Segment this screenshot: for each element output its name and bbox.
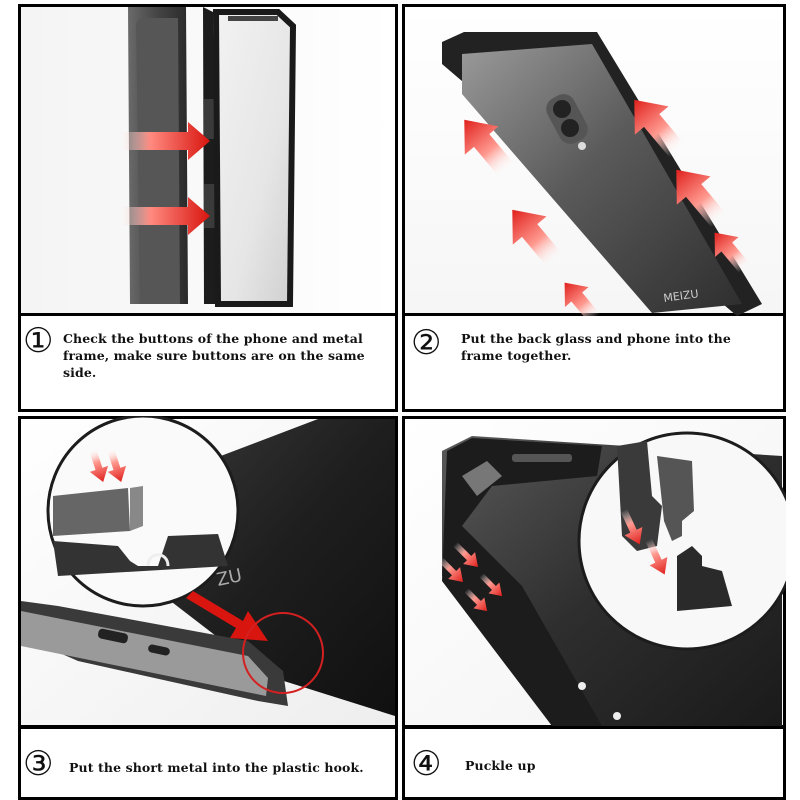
step-number-badge: ④	[411, 744, 442, 784]
step-4-photo-panel: ④ Puckle up	[402, 416, 786, 800]
red-arrow	[620, 508, 643, 545]
red-arrow	[452, 541, 479, 568]
metal-frame	[203, 7, 218, 304]
red-arrow	[714, 232, 751, 273]
brand-label: MEIZU	[663, 287, 700, 305]
red-arrow	[118, 197, 210, 235]
red-arrow	[107, 447, 127, 482]
metal-frame	[442, 438, 602, 726]
phone-back	[462, 44, 742, 313]
red-arrow	[676, 169, 728, 228]
step-2-caption-box: ② Put the back glass and phone into the …	[405, 316, 783, 409]
red-arrow	[564, 282, 601, 323]
step-2-instruction: Put the back glass and phone into the fr…	[461, 331, 731, 363]
step-4-caption-box: ④ Puckle up	[405, 729, 783, 797]
red-arrow	[464, 119, 516, 178]
red-arrow	[512, 209, 564, 268]
red-arrow	[464, 588, 488, 612]
step-3-photo-panel: ZU ③ Put the short metal into the plasti…	[18, 416, 398, 800]
highlight-circle	[242, 612, 324, 694]
red-arrow	[186, 591, 268, 641]
step-3-caption-box: ③ Put the short metal into the plastic h…	[21, 729, 395, 797]
step-1-photo	[18, 4, 398, 412]
red-arrow	[634, 99, 686, 158]
red-arrow	[479, 573, 503, 597]
step-number-badge: ①	[23, 321, 54, 361]
step-3-instruction: Put the short metal into the plastic hoo…	[69, 760, 364, 775]
step-number-badge: ②	[411, 323, 442, 363]
red-arrow	[645, 538, 668, 575]
step-4-instruction: Puckle up	[465, 758, 536, 773]
step-2-photo-panel: MEIZU ② Put the back glass and phone int…	[402, 4, 786, 412]
red-arrow	[437, 556, 464, 583]
step-1-photo-panel: ① Check the buttons of the phone and met…	[18, 4, 398, 412]
step-number-badge: ③	[23, 744, 54, 784]
step-1-caption-box: ① Check the buttons of the phone and met…	[21, 316, 395, 409]
red-arrow	[89, 447, 109, 482]
red-arrow	[118, 122, 210, 160]
step-1-instruction: Check the buttons of the phone and metal…	[63, 331, 365, 380]
